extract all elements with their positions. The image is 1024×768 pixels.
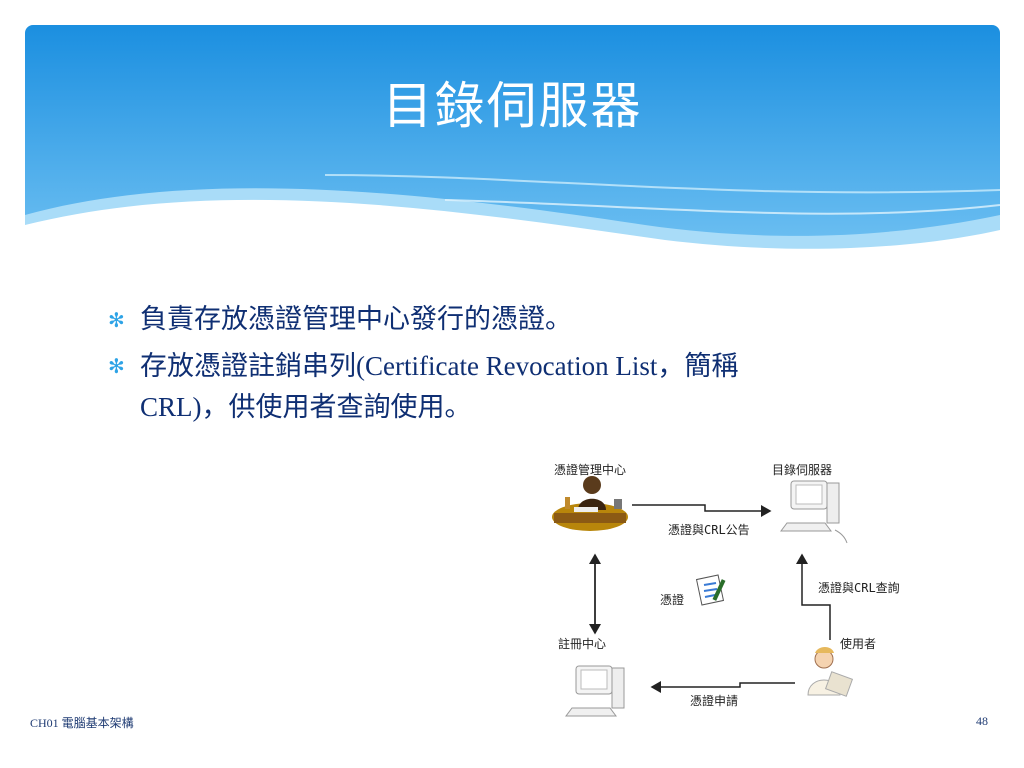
bullet-item: ✻ 負責存放憑證管理中心發行的憑證。 (108, 300, 908, 340)
footer-course: CH01 電腦基本架構 (30, 716, 134, 730)
banner-wave-graphic (25, 25, 1000, 250)
footer-page-number: 48 (976, 714, 988, 728)
node-label-ra: 註冊中心 (558, 637, 607, 651)
bullet-text-en: CRL) (140, 392, 202, 422)
edge-label-query: 憑證與CRL查詢 (818, 581, 900, 595)
bullet-text: 負責存放憑證管理中心發行的憑證。 (140, 304, 572, 335)
node-label-user: 使用者 (840, 637, 877, 651)
node-label-directory: 目錄伺服器 (772, 463, 833, 477)
judge-desk-icon (552, 476, 628, 531)
computer-icon (565, 665, 625, 717)
bullet-item: ✻ 存放憑證註銷串列(Certificate Revocation List，簡… (108, 346, 908, 428)
asterisk-icon: ✻ (108, 354, 125, 378)
document-pen-icon (695, 574, 726, 606)
edge-label-publish: 憑證與CRL公告 (668, 523, 750, 537)
bullet-text-zh: 存放憑證註銷串列 (140, 351, 356, 382)
bullet-text-en: (Certificate Revocation List (356, 351, 658, 381)
asterisk-icon: ✻ (108, 308, 125, 332)
pki-diagram: 憑證管理中心 目錄伺服器 註冊中心 使用者 憑證與CRL公告 憑證與CRL查詢 … (540, 455, 920, 720)
bullet-text-zh: ，供使用者查詢使用。 (201, 392, 472, 423)
bullet-text-zh: ，簡稱 (657, 351, 739, 382)
bullet-list: ✻ 負責存放憑證管理中心發行的憑證。 ✻ 存放憑證註銷串列(Certificat… (108, 300, 908, 434)
edge-label-certificate: 憑證 (660, 593, 685, 607)
computer-icon (780, 480, 848, 544)
node-label-ca: 憑證管理中心 (554, 463, 627, 477)
edge-label-apply: 憑證申請 (690, 694, 739, 708)
title-banner (25, 25, 1000, 250)
person-icon (807, 647, 854, 697)
diagram-graphics (552, 476, 854, 717)
slide-title: 目錄伺服器 (382, 77, 643, 135)
